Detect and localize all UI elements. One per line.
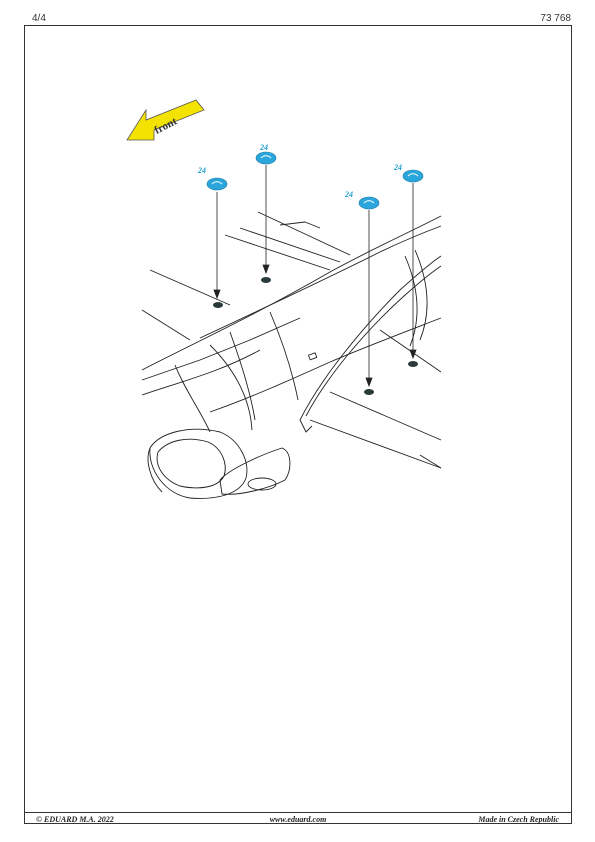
far-wing-leading-edge — [224, 234, 331, 271]
nose-wheel — [247, 477, 277, 491]
fuselage-spine — [199, 225, 442, 339]
attachment-point-1 — [213, 302, 223, 308]
part-number: 24 — [259, 143, 268, 152]
attachment-point-3 — [364, 389, 374, 395]
front-arrow-shape — [126, 99, 205, 141]
right-wing-leading-edge — [329, 391, 442, 441]
pe-part-icon — [206, 177, 228, 191]
part-number: 24 — [197, 166, 206, 175]
left-wing-leading-edge — [149, 269, 231, 306]
nose-panel-3 — [174, 364, 211, 433]
footer-website: www.eduard.com — [269, 815, 327, 824]
gear-leg — [299, 419, 313, 433]
intake-inner — [156, 438, 226, 489]
footer-copyright: © EDUARD M.A. 2022 — [36, 815, 114, 824]
nose-panel-2 — [141, 349, 261, 396]
leader-arrow-1 — [213, 289, 221, 300]
footer-origin: Made in Czech Republic — [478, 815, 559, 824]
leader-arrow-2 — [262, 264, 270, 275]
leader-arrow-3 — [365, 377, 373, 388]
fuselage-top-line — [141, 215, 442, 371]
nose-panel-4 — [229, 331, 256, 421]
nose-pod — [219, 447, 291, 495]
footer-divider — [25, 812, 571, 813]
part-callouts: 24 24 24 24 — [197, 143, 424, 210]
kit-number: 73 768 — [540, 13, 571, 24]
part-number: 24 — [393, 163, 402, 172]
part-callout-1: 24 — [197, 166, 228, 191]
pe-part-icon — [255, 151, 277, 165]
attachment-point-4 — [408, 361, 418, 367]
part-callout-2: 24 — [255, 143, 277, 165]
left-wing-trailing-edge — [141, 309, 191, 341]
intake-lip — [147, 447, 163, 493]
far-wing-trailing-edge — [257, 211, 351, 256]
right-wing-tip — [419, 454, 442, 469]
attachment-points — [213, 277, 418, 395]
fuselage-arch-inner — [404, 255, 418, 347]
nose-panel-1 — [141, 317, 301, 381]
pe-part-icon — [402, 169, 424, 183]
far-wing-flap — [279, 221, 321, 229]
part-callout-4: 24 — [393, 163, 424, 183]
pe-part-detail — [363, 200, 375, 204]
leader-arrow-4 — [409, 349, 417, 360]
wing-root-fairing — [299, 255, 442, 421]
part-callout-3: 24 — [344, 190, 380, 210]
pe-part-detail — [407, 173, 419, 177]
front-arrow: front — [126, 99, 205, 141]
pe-part-detail — [260, 155, 272, 159]
pe-part-icon — [358, 196, 380, 210]
leader-lines — [213, 165, 417, 388]
nose-panel-6 — [209, 344, 253, 431]
pe-part-detail — [211, 181, 223, 185]
attachment-point-2 — [261, 277, 271, 283]
page-frame: © EDUARD M.A. 2022 www.eduard.com Made i… — [24, 25, 572, 824]
nose-panel-5 — [269, 311, 299, 401]
page-number: 4/4 — [32, 13, 46, 24]
wing-root-fairing-inner — [305, 265, 442, 417]
aircraft-drawing — [141, 211, 442, 499]
fuselage-arch — [414, 249, 428, 341]
fuselage-side-line — [209, 317, 442, 413]
fuselage-hatch — [308, 352, 318, 361]
intake-outer — [149, 428, 248, 499]
part-number: 24 — [344, 190, 353, 199]
right-wing-lower — [309, 419, 442, 469]
far-wing-flap-line — [239, 227, 341, 263]
